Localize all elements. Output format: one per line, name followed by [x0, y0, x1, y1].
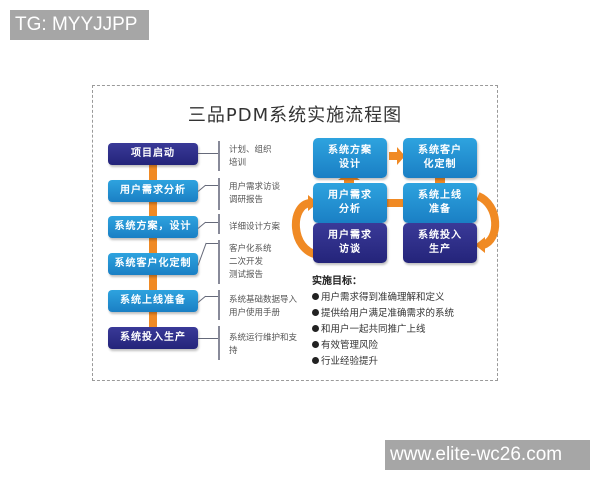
cycle-box-production: 系统投入生产: [403, 223, 477, 263]
bracket-tick: [206, 243, 218, 244]
cycle-box-design: 系统方案设计: [313, 138, 387, 178]
flow-connector: [149, 307, 157, 329]
watermark-bottom: www.elite-wc26.com: [385, 440, 590, 470]
step-solution-design: 系统方案，设计: [108, 216, 198, 238]
bracket-tick: [205, 222, 218, 223]
diagram-title: 三品PDM系统实施流程图: [187, 105, 403, 126]
bullet-icon: [312, 341, 319, 348]
step-note: 计划、组织 培训: [229, 145, 272, 168]
note-bracket: [218, 240, 220, 284]
step-note: 系统基础数据导入 用户使用手册: [229, 295, 298, 318]
step-production: 系统投入生产: [108, 327, 198, 349]
watermark-top: TG: MYYJJPP: [10, 10, 149, 40]
step-launch-prep: 系统上线准备: [108, 290, 198, 312]
bracket-tick: [205, 185, 218, 186]
goals-title: 实施目标：: [312, 276, 362, 287]
step-customization: 系统客户化定制: [108, 253, 198, 275]
bullet-icon: [312, 357, 319, 364]
step-note: 用户需求访谈 调研报告: [229, 182, 281, 205]
cycle-box-interview: 用户需求访谈: [313, 223, 387, 263]
bracket-tick: [198, 153, 218, 154]
bracket-tick: [205, 296, 218, 297]
note-bracket: [218, 178, 220, 210]
step-note: 详细设计方案: [229, 222, 281, 232]
cycle-box-analysis: 用户需求分析: [313, 183, 387, 223]
flow-connector: [149, 270, 157, 292]
goal-item: 用户需求得到准确理解和定义: [312, 289, 445, 303]
step-note: 客户化系统 二次开发 测试报告: [229, 244, 272, 280]
flow-connector: [149, 197, 157, 219]
goal-item: 提供给用户满足准确需求的系统: [312, 305, 454, 319]
flow-connector: [149, 233, 157, 255]
bullet-icon: [312, 309, 319, 316]
note-bracket: [218, 326, 220, 360]
cycle-box-customization: 系统客户化定制: [403, 138, 477, 178]
bullet-icon: [312, 293, 319, 300]
step-requirement-analysis: 用户需求分析: [108, 180, 198, 202]
bullet-icon: [312, 325, 319, 332]
goal-item: 和用户一起共同推广上线: [312, 321, 426, 335]
step-note: 系统运行维护和支 持: [229, 333, 298, 356]
flow-connector: [149, 160, 157, 182]
goal-item: 有效管理风险: [312, 337, 378, 351]
bracket-tick: [198, 338, 218, 339]
note-bracket: [218, 290, 220, 320]
note-bracket: [218, 214, 220, 234]
goal-item: 行业经验提升: [312, 353, 378, 367]
step-project-start: 项目启动: [108, 143, 198, 165]
note-bracket: [218, 141, 220, 171]
cycle-box-launch-prep: 系统上线准备: [403, 183, 477, 223]
